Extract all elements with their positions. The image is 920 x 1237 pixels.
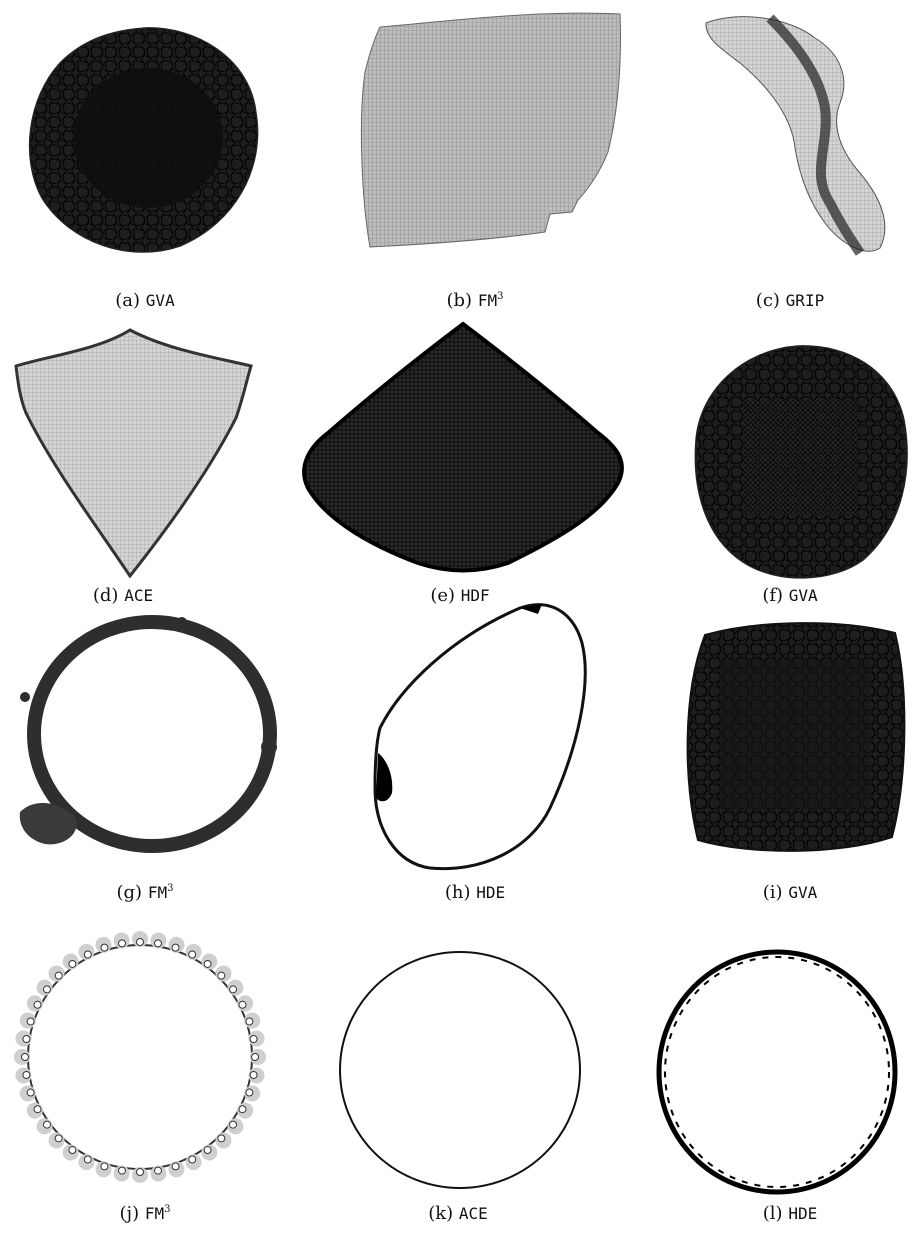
caption-b-sup: 3	[497, 291, 503, 302]
caption-g-sup: 3	[167, 883, 173, 894]
bead	[230, 986, 237, 993]
figure-g-image	[10, 612, 285, 862]
caption-g-label: (g)	[117, 882, 143, 903]
bead	[34, 1001, 41, 1008]
bead	[218, 1135, 225, 1142]
bead	[69, 1147, 76, 1154]
caption-f-method: GVA	[789, 586, 818, 605]
caption-i-label: (i)	[763, 882, 783, 903]
bead	[43, 986, 50, 993]
bead	[154, 1167, 161, 1174]
caption-b-method: FM	[478, 291, 497, 310]
bead	[250, 1036, 257, 1043]
bead	[101, 1163, 108, 1170]
bead	[204, 960, 211, 967]
caption-l-method: HDE	[788, 1204, 817, 1223]
caption-j-label: (j)	[119, 1203, 139, 1224]
bead	[250, 1071, 257, 1078]
figure-f-image	[688, 340, 913, 585]
caption-k-label: (k)	[428, 1203, 453, 1224]
caption-b: (b) FM3	[355, 290, 595, 311]
caption-a: (a) GVA	[25, 290, 265, 311]
bead	[204, 1147, 211, 1154]
figure-l-image	[652, 945, 902, 1200]
caption-j-method: FM	[145, 1204, 164, 1223]
figure-a-image	[20, 18, 270, 258]
bead	[69, 960, 76, 967]
caption-a-method: GVA	[146, 291, 175, 310]
caption-i-method: GVA	[788, 883, 817, 902]
bead	[189, 1156, 196, 1163]
bead	[230, 1121, 237, 1128]
bead	[119, 940, 126, 947]
caption-a-label: (a)	[115, 290, 140, 311]
caption-h: (h) HDE	[355, 882, 595, 903]
caption-h-label: (h)	[445, 882, 471, 903]
bead	[43, 1121, 50, 1128]
caption-c: (c) GRIP	[670, 290, 910, 311]
bead	[84, 951, 91, 958]
caption-k: (k) ACE	[338, 1203, 578, 1224]
bead	[189, 951, 196, 958]
caption-l: (l) HDE	[670, 1203, 910, 1224]
caption-h-method: HDE	[476, 883, 505, 902]
caption-i: (i) GVA	[670, 882, 910, 903]
figure-c-image	[700, 8, 900, 263]
figure-i-image	[680, 615, 910, 860]
bead	[172, 1163, 179, 1170]
bead	[246, 1018, 253, 1025]
figure-k-image	[333, 945, 588, 1195]
caption-d-method: ACE	[124, 586, 153, 605]
bead	[246, 1089, 253, 1096]
bead	[137, 1169, 144, 1176]
bead	[137, 939, 144, 946]
bead	[218, 972, 225, 979]
caption-d: (d) ACE	[3, 585, 243, 606]
caption-j: (j) FM3	[25, 1203, 265, 1224]
bead	[23, 1036, 30, 1043]
bead	[34, 1106, 41, 1113]
bead	[55, 972, 62, 979]
bead	[22, 1054, 29, 1061]
caption-c-method: GRIP	[786, 291, 825, 310]
bead	[239, 1106, 246, 1113]
bead	[154, 940, 161, 947]
bead	[252, 1054, 259, 1061]
bead	[84, 1156, 91, 1163]
figure-d-image	[8, 328, 258, 578]
bead	[101, 944, 108, 951]
bead	[55, 1135, 62, 1142]
bead	[239, 1001, 246, 1008]
caption-c-label: (c)	[756, 290, 780, 311]
caption-d-label: (d)	[93, 585, 119, 606]
caption-f: (f) GVA	[670, 585, 910, 606]
figure-h-image	[370, 598, 595, 883]
caption-l-label: (l)	[763, 1203, 783, 1224]
figure-j-image	[8, 925, 273, 1190]
caption-k-method: ACE	[459, 1204, 488, 1223]
bead	[27, 1089, 34, 1096]
figure-e-image	[298, 318, 628, 578]
bead	[172, 944, 179, 951]
bead	[119, 1167, 126, 1174]
bead-ring	[14, 931, 266, 1183]
caption-f-label: (f)	[762, 585, 783, 606]
caption-j-sup: 3	[164, 1204, 170, 1215]
figure-b-image	[340, 2, 630, 252]
bead	[27, 1018, 34, 1025]
caption-b-label: (b)	[447, 290, 473, 311]
caption-g: (g) FM3	[25, 882, 265, 903]
caption-g-method: FM	[148, 883, 167, 902]
bead	[23, 1071, 30, 1078]
